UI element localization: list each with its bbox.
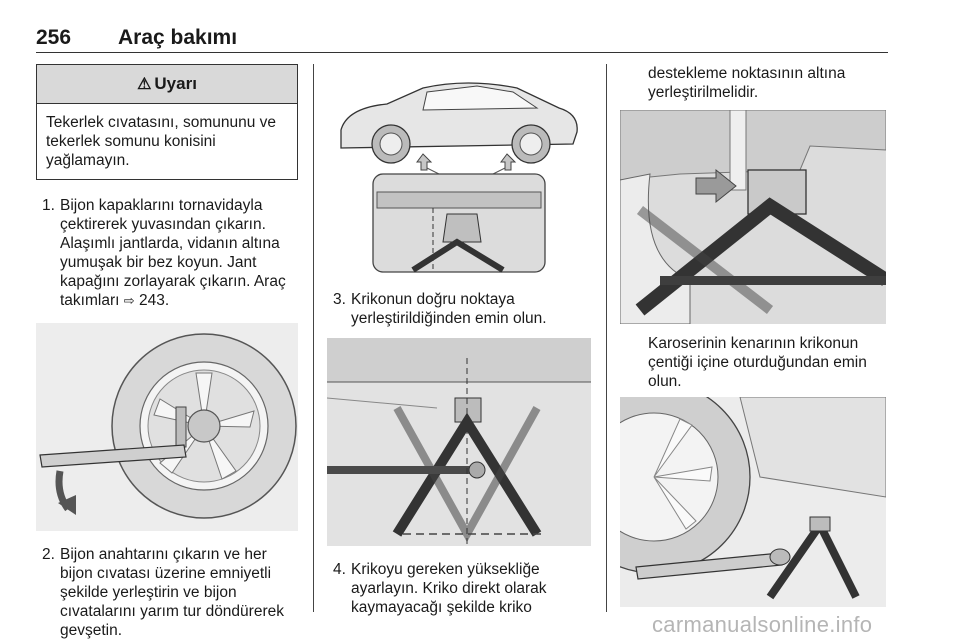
figure-wheel-wrench [36,323,298,531]
figure-wheel-jack-wrench [620,397,886,607]
step-ref-page: 243. [138,292,170,309]
figure-car-jack-points [327,64,591,274]
step-item: 2. Bijon anahtarını çıkarın ve her bijon… [36,545,298,640]
column-right: destekleme noktasının altına yerleştiril… [620,64,886,607]
step-item: 1. Bijon kapaklarını tornavidayla çektir… [36,196,298,310]
column-divider [313,64,314,612]
warning-title: Uyarı [154,74,197,93]
column-divider [606,64,607,612]
figure-jack-notch [620,110,886,324]
step-text: Bijon kapaklarını tornavidayla çektirere… [60,197,286,309]
column-middle: 3. Krikonun doğru noktaya yerleştirildiğ… [327,64,591,617]
warning-header: ⚠Uyarı [37,65,297,104]
warning-text: Tekerlek cıvatasını, somununu ve tekerle… [46,114,277,169]
step-item: 4. Krikoyu gereken yüksekliğe ayarlayın.… [327,560,591,617]
watermark: carmanualsonline.info [652,612,873,637]
instruction-text: Karoserinin kenarının krikonun çentiği i… [648,335,867,390]
reference-arrow-icon: ⇨ [123,293,135,308]
step-number: 1. [42,197,55,214]
page-header: 256 Araç bakımı [36,26,888,53]
step-text: Bijon anahtarını çıkarın ve her bijon cı… [60,546,284,639]
column-left: ⚠Uyarı Tekerlek cıvatasını, somununu ve … [36,64,298,640]
page-number: 256 [36,26,72,49]
step-text: Krikoyu gereken yüksekliğe ayarlayın. Kr… [351,561,547,616]
warning-box: ⚠Uyarı Tekerlek cıvatasını, somununu ve … [36,64,298,180]
step-item: 3. Krikonun doğru noktaya yerleştirildiğ… [327,290,591,328]
page-title: Araç bakımı [118,26,238,49]
step-continued-text: destekleme noktasının altına yerleştiril… [648,65,846,101]
step-number: 3. [333,291,346,308]
step-number: 2. [42,546,55,563]
step-number: 4. [333,561,346,578]
step-text: Krikonun doğru noktaya yerleştirildiğind… [351,291,547,327]
warning-triangle-icon: ⚠ [137,76,152,93]
figure-jack-position [327,338,591,546]
